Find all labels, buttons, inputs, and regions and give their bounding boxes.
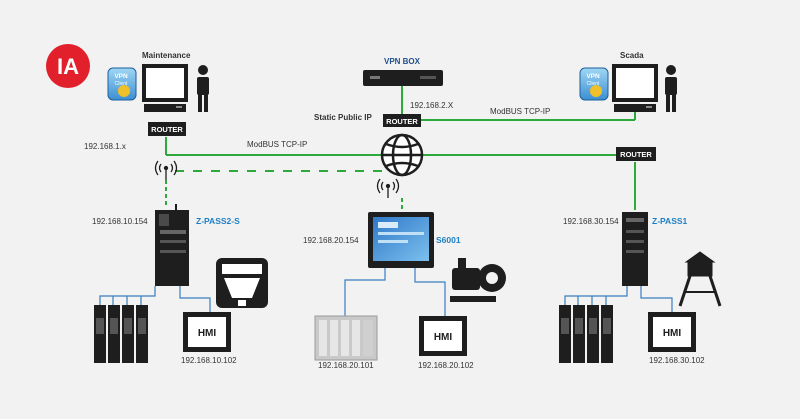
svg-text:HMI: HMI <box>198 328 217 339</box>
modbus-left-label: ModBUS TCP-IP <box>247 140 307 149</box>
left-hmi-ip: 192.168.10.102 <box>181 356 237 365</box>
s6001-panel-icon <box>368 212 434 268</box>
router-right: ROUTER <box>616 147 656 161</box>
lan1-ip-label: 192.168.1.x <box>84 142 126 151</box>
router-center: ROUTER <box>383 114 421 127</box>
zpass1-label: Z-PASS1 <box>652 216 688 226</box>
vpn-ip-label: 192.168.2.X <box>410 101 454 110</box>
io-modules-right-icon <box>559 305 613 363</box>
modbus-top-label: ModBUS TCP-IP <box>490 107 550 116</box>
internet-globe-icon <box>380 133 424 177</box>
maintenance-station: Maintenance VPN Client ROUTER <box>107 51 209 136</box>
monitor-icon-left <box>142 64 188 112</box>
center-plc-ip: 192.168.20.101 <box>318 361 374 370</box>
device-wiring <box>99 268 673 316</box>
monitor-icon-right <box>612 64 658 112</box>
center-device-ip: 192.168.20.154 <box>303 236 359 245</box>
zpass2s-label: Z-PASS2-S <box>196 216 240 226</box>
hmi-left-icon: HMI <box>183 312 231 352</box>
right-hmi-ip: 192.168.30.102 <box>649 356 705 365</box>
person-icon-right <box>665 65 677 112</box>
svg-text:ROUTER: ROUTER <box>151 125 183 134</box>
pump-motor-icon <box>450 258 506 302</box>
io-modules-left-icon <box>94 305 148 363</box>
ia-logo: IA <box>46 44 90 88</box>
silo-mixer-icon <box>216 258 268 308</box>
svg-text:ROUTER: ROUTER <box>620 150 652 159</box>
svg-text:VPN: VPN <box>114 73 128 80</box>
static-ip-label: Static Public IP <box>314 113 372 122</box>
wireless-antenna-icon-left <box>154 160 178 180</box>
zpass2s-device-icon <box>155 204 189 286</box>
maintenance-label: Maintenance <box>142 51 191 60</box>
scada-label: Scada <box>620 51 644 60</box>
zpass1-device-icon <box>622 212 648 286</box>
vpn-client-icon-right: VPN Client <box>579 67 609 101</box>
plc-rack-icon <box>314 315 378 361</box>
wireless-antenna-icon-center <box>376 178 400 198</box>
svg-text:VPN: VPN <box>586 73 600 80</box>
s6001-label: S6001 <box>436 235 461 245</box>
logo-text: IA <box>57 54 79 79</box>
center-hmi-ip: 192.168.20.102 <box>418 361 474 370</box>
svg-text:Client: Client <box>587 81 600 87</box>
svg-text:HMI: HMI <box>663 328 682 339</box>
right-device-ip: 192.168.30.154 <box>563 217 619 226</box>
scada-station: Scada VPN Client ROUTER <box>579 51 677 161</box>
router-left: ROUTER <box>148 122 186 136</box>
vpn-box-label: VPN BOX <box>384 57 421 66</box>
svg-text:ROUTER: ROUTER <box>386 117 418 126</box>
person-icon-left <box>197 65 209 112</box>
svg-text:HMI: HMI <box>434 332 453 343</box>
water-tower-icon <box>678 251 722 307</box>
left-device-ip: 192.168.10.154 <box>92 217 148 226</box>
hmi-center-icon: HMI <box>419 316 467 356</box>
hmi-right-icon: HMI <box>648 312 696 352</box>
svg-text:Client: Client <box>115 81 128 87</box>
vpn-box: VPN BOX 192.168.2.X Static Public IP ROU… <box>314 57 454 127</box>
vpn-client-icon-left: VPN Client <box>107 67 137 101</box>
